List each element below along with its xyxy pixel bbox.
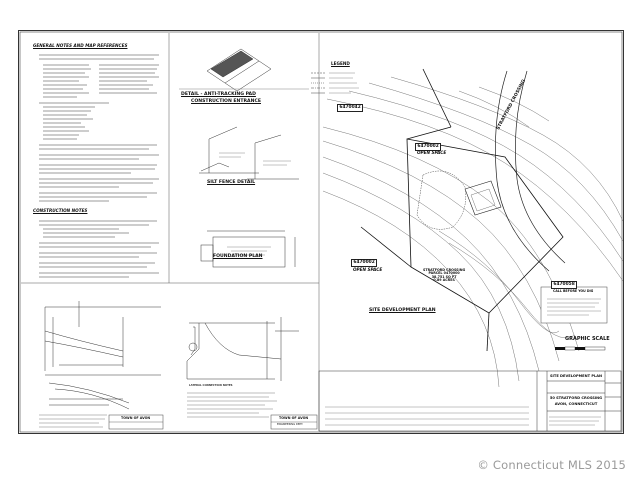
- legend-title: LEGEND: [331, 61, 350, 66]
- lot-tag-6470002-b: 6470002: [351, 259, 378, 267]
- graphic-scale-title: GRAPHIC SCALE: [565, 336, 610, 342]
- mls-watermark: © Connecticut MLS 2015: [477, 458, 626, 472]
- lot-tag-6470058: 6470058: [551, 281, 578, 289]
- anti-tracking-title: DETAIL - ANTI-TRACKING PAD: [181, 92, 256, 97]
- lateral-notes-title: LATERAL CONNECTION NOTES: [189, 384, 233, 387]
- sheet-linework: [19, 31, 623, 433]
- town-label-right: TOWN OF AVON: [279, 416, 309, 420]
- call-before-dig: CALL BEFORE YOU DIG: [553, 289, 594, 293]
- open-space-label-a: OPEN SPACE: [417, 150, 447, 155]
- anti-tracking-subtitle: CONSTRUCTION ENTRANCE: [191, 99, 261, 104]
- open-space-label-b: OPEN SPACE: [353, 267, 383, 272]
- general-notes-title: GENERAL NOTES AND MAP REFERENCES: [33, 43, 128, 48]
- title-block-sheet-title: SITE DEVELOPMENT PLAN: [549, 374, 603, 378]
- lot-tag-6470002-a: 6470002: [415, 143, 442, 151]
- parcel-label: STRATFORD CROSSING PARCEL 0470000 38,751…: [423, 268, 466, 282]
- title-block-town: AVON, CONNECTICUT: [554, 402, 598, 406]
- construction-notes-title: CONSTRUCTION NOTES: [33, 208, 88, 213]
- lot-tag-6470042: 6470042: [337, 104, 364, 112]
- silt-fence-title: SILT FENCE DETAIL: [207, 180, 256, 185]
- site-plan-title: SITE DEVELOPMENT PLAN: [369, 308, 436, 313]
- foundation-plan-title: FOUNDATION PLAN: [213, 254, 263, 259]
- drawing-sheet: GENERAL NOTES AND MAP REFERENCES CONSTRU…: [18, 30, 624, 434]
- town-label-left: TOWN OF AVON: [121, 416, 151, 420]
- engineering-dept-label: ENGINEERING DEPT.: [277, 423, 304, 426]
- title-block-address: 50 STRATFORD CROSSING: [549, 396, 603, 400]
